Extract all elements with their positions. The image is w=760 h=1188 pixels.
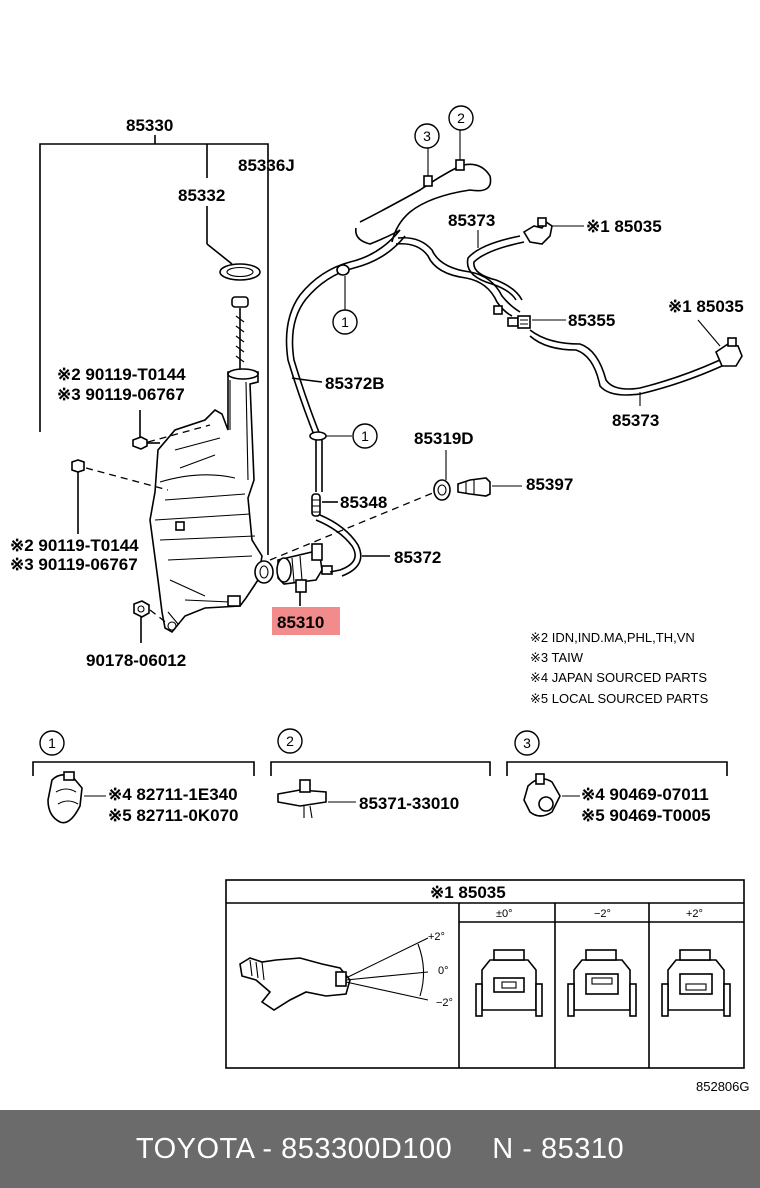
label-85372b: 85372B	[325, 374, 385, 393]
angle-plus2: +2°	[428, 931, 445, 943]
callout-1-lower	[352, 423, 378, 449]
nozzle-view-0	[475, 949, 543, 1017]
level-gauge	[231, 296, 249, 370]
connector-85397	[457, 477, 491, 497]
svg-text:2: 2	[457, 110, 465, 126]
bolt-upper	[132, 410, 160, 450]
svg-text:1: 1	[361, 428, 369, 444]
clip-90469	[523, 773, 561, 817]
cap-85332	[219, 263, 261, 281]
note-1: ※2 IDN,IND.MA,PHL,TH,VN	[530, 630, 695, 645]
hood-hose-loop	[359, 163, 492, 243]
svg-text:1: 1	[341, 314, 349, 330]
callout-2-top	[448, 105, 474, 131]
col-minus2: −2°	[594, 908, 611, 920]
label-85035-upper: ※1 85035	[586, 217, 662, 236]
nozzle-view-plus2	[661, 949, 731, 1017]
label-clip-g1-a: ※4 82711-1E340	[108, 785, 238, 804]
clip-85371	[277, 779, 327, 819]
joint-85355	[493, 305, 531, 329]
footer-bar: TOYOTA - 853300D100 N - 85310	[0, 1110, 760, 1188]
label-85336j: 85336J	[238, 156, 295, 175]
nozzle-spray-illustration	[239, 937, 429, 1011]
label-85332: 85332	[178, 186, 225, 205]
svg-text:3: 3	[523, 735, 531, 751]
nut-90178	[133, 600, 150, 643]
callout-3-top	[414, 123, 440, 149]
nozzle-85035-lower	[715, 337, 743, 367]
label-clip-g3-a: ※4 90469-07011	[581, 785, 709, 804]
connector-85348	[311, 493, 321, 517]
adjust-table-title: ※1 85035	[430, 883, 506, 902]
hose-85372	[315, 519, 356, 573]
label-85397: 85397	[526, 475, 573, 494]
label-bolt2-b: ※3 90119-06767	[10, 555, 138, 574]
label-85373-lower: 85373	[612, 411, 659, 430]
group-2-bracket	[270, 761, 491, 776]
label-85372: 85372	[394, 548, 441, 567]
clip-on-hose	[309, 431, 327, 441]
group-1-marker	[39, 730, 65, 756]
clip-82711	[47, 771, 83, 824]
svg-text:2: 2	[286, 733, 294, 749]
note-3: ※4 JAPAN SOURCED PARTS	[530, 670, 707, 685]
svg-text:3: 3	[423, 128, 431, 144]
angle-zero: 0°	[438, 965, 449, 977]
parts-diagram: 85330 85336J 85332 ※2 90119-T0144 ※3 901…	[10, 105, 750, 1094]
label-clip-g2: 85371-33010	[359, 794, 459, 813]
col-0: ±0°	[496, 908, 513, 920]
label-clip-g3-b: ※5 90469-T0005	[581, 806, 711, 825]
footer-part-number: TOYOTA - 853300D100	[135, 1132, 453, 1165]
footer-part-code: N - 85310	[492, 1132, 625, 1165]
label-bolt2-a: ※2 90119-T0144	[10, 536, 139, 555]
label-clip-g1-b: ※5 82711-0K070	[108, 806, 239, 825]
group-1-bracket	[32, 761, 255, 776]
highlight-85310	[272, 607, 340, 635]
label-90178: 90178-06012	[86, 651, 186, 670]
washer-tank	[149, 368, 263, 634]
bolt-lower-left	[71, 459, 85, 534]
group-3-bracket	[506, 761, 728, 776]
col-plus2: +2°	[686, 908, 703, 920]
label-bolt1-a: ※2 90119-T0144	[57, 365, 186, 384]
diagram-code: 852806G	[696, 1079, 750, 1094]
nozzle-view-minus2	[567, 949, 637, 1017]
note-4: ※5 LOCAL SOURCED PARTS	[530, 691, 709, 706]
nozzle-85035-upper	[522, 217, 553, 245]
label-bolt1-b: ※3 90119-06767	[57, 385, 185, 404]
pump-85310	[276, 543, 333, 593]
bracket-85330	[39, 143, 269, 555]
note-2: ※3 TAIW	[530, 650, 584, 665]
svg-text:1: 1	[48, 735, 56, 751]
label-85348: 85348	[340, 493, 387, 512]
label-85355: 85355	[568, 311, 615, 330]
label-85373-upper: 85373	[448, 211, 495, 230]
grommet-85336j	[254, 560, 274, 584]
label-85330: 85330	[126, 116, 173, 135]
group-2-marker	[277, 728, 303, 754]
group-3-marker	[514, 730, 540, 756]
label-85035-lower: ※1 85035	[668, 297, 744, 316]
label-85310: 85310	[277, 613, 324, 632]
grommet-85319d	[433, 479, 451, 501]
nozzle-adjust-table	[225, 879, 745, 1069]
angle-minus2: −2°	[436, 997, 453, 1009]
callout-1-upper	[332, 309, 358, 335]
label-85319d: 85319D	[414, 429, 474, 448]
hose-85372b	[285, 229, 401, 492]
hose-85373-lower	[529, 329, 721, 390]
